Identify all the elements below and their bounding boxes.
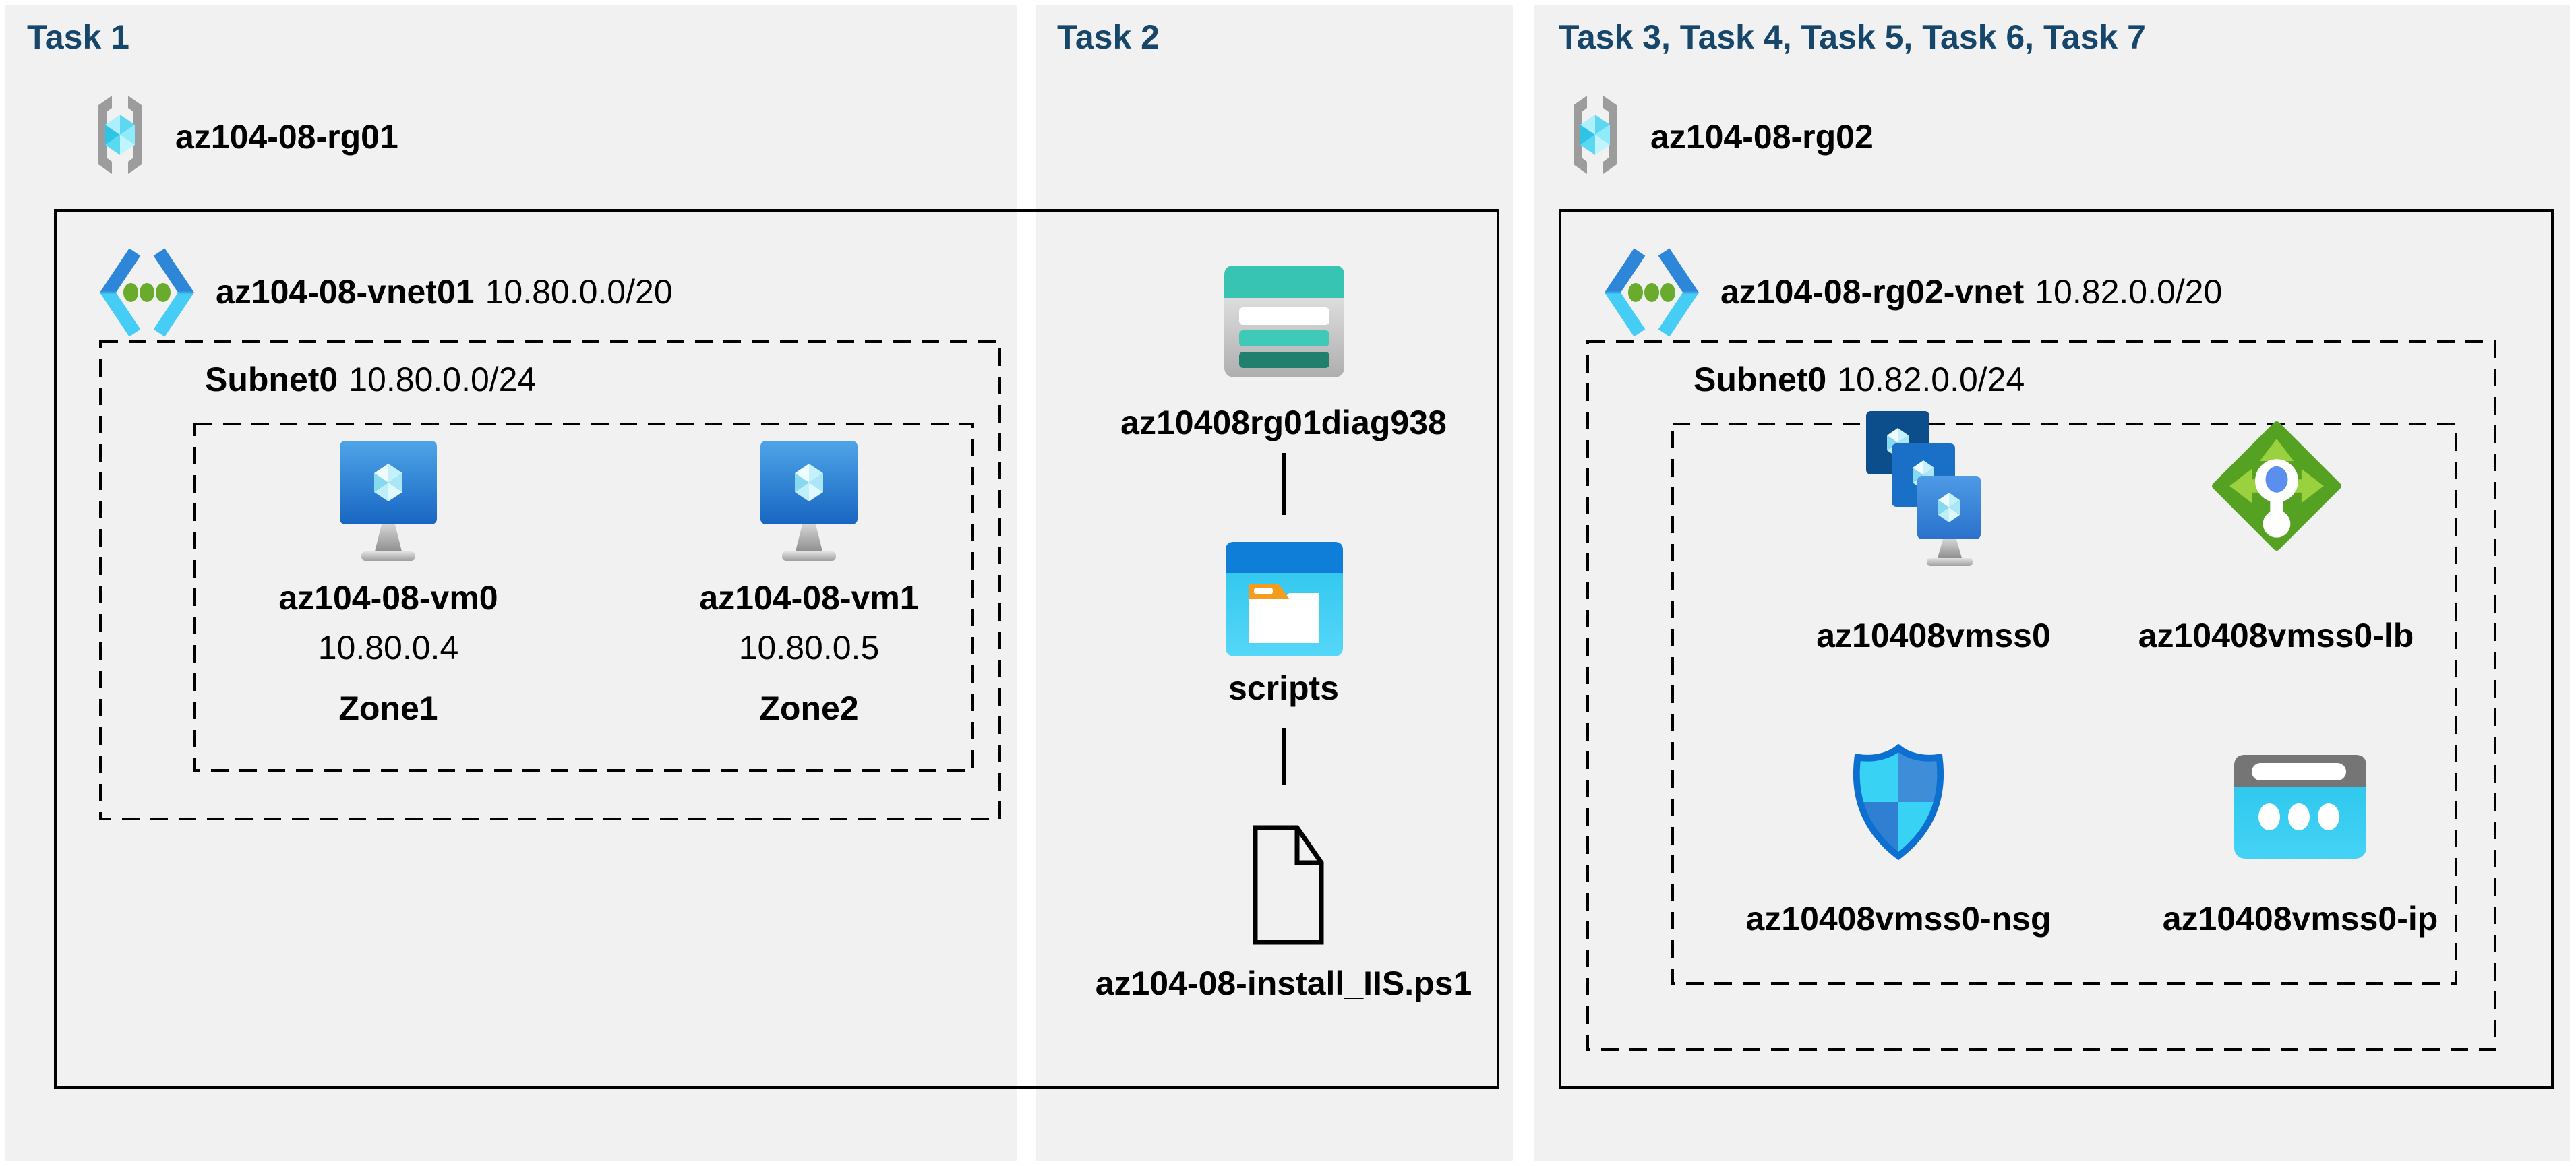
virtual-network-icon — [1605, 248, 1699, 337]
storage-account-icon — [1224, 266, 1344, 377]
subnet-boundary — [99, 340, 1001, 820]
resource-group-name: az104-08-rg01 — [175, 119, 398, 156]
vm0-name: az104-08-vm0 — [278, 580, 498, 617]
load-balancer-name: az10408vmss0-lb — [2138, 617, 2414, 655]
panel-task1 — [5, 5, 1017, 1161]
blob-container-icon — [1226, 542, 1343, 656]
subnet-name: Subnet0 — [205, 361, 338, 399]
vm1-name: az104-08-vm1 — [699, 580, 919, 617]
vm-scale-set-icon — [1866, 411, 1981, 566]
storage-account-name: az10408rg01diag938 — [1120, 404, 1447, 442]
nsg-name: az10408vmss0-nsg — [1745, 900, 2051, 938]
network-security-group-icon — [1853, 744, 1944, 860]
subnet-label: Subnet0 10.80.0.0/24 — [205, 361, 536, 400]
resource-group-icon — [98, 96, 142, 174]
subnet-name: Subnet0 — [1694, 361, 1827, 399]
task3-title: Task 3, Task 4, Task 5, Task 6, Task 7 — [1559, 19, 2146, 57]
connector-line — [1282, 728, 1286, 785]
zones-boundary — [193, 423, 974, 772]
resource-group-name: az104-08-rg02 — [1650, 119, 1874, 156]
vm0-ip: 10.80.0.4 — [318, 630, 459, 667]
vnet-label: az104-08-rg02-vnet 10.82.0.0/20 — [1720, 274, 2222, 313]
subnet-cidr: 10.82.0.0/24 — [1837, 361, 2025, 399]
subnet-cidr: 10.80.0.0/24 — [349, 361, 537, 399]
vnet-name: az104-08-vnet01 — [216, 274, 475, 311]
subnet-boundary — [1586, 340, 2496, 1051]
vnet-name: az104-08-rg02-vnet — [1720, 274, 2025, 311]
vm1-ip: 10.80.0.5 — [738, 630, 880, 667]
virtual-network-icon — [100, 248, 194, 337]
panel-task3 — [1534, 5, 2570, 1161]
vmss-name: az10408vmss0 — [1816, 617, 2051, 655]
rg02-boundary-box — [1559, 209, 2554, 1089]
load-balancer-icon — [2211, 421, 2342, 551]
subnet-label: Subnet0 10.82.0.0/24 — [1694, 361, 2025, 400]
public-ip-icon — [2234, 755, 2366, 859]
task2-title: Task 2 — [1057, 19, 1160, 57]
resources-boundary — [1671, 423, 2457, 985]
vnet-cidr: 10.80.0.0/20 — [485, 274, 673, 311]
script-file-name: az104-08-install_IIS.ps1 — [1095, 965, 1472, 1003]
virtual-machine-icon — [760, 441, 858, 561]
resource-group-icon — [1574, 96, 1617, 174]
vm1-zone: Zone2 — [759, 690, 859, 728]
container-name: scripts — [1228, 670, 1339, 708]
vnet-cidr: 10.82.0.0/20 — [2035, 274, 2223, 311]
vnet-label: az104-08-vnet01 10.80.0.0/20 — [216, 274, 673, 313]
virtual-machine-icon — [340, 441, 437, 561]
rg01-boundary-box — [54, 209, 1499, 1089]
public-ip-name: az10408vmss0-ip — [2162, 900, 2438, 938]
task1-title: Task 1 — [27, 19, 129, 57]
file-icon — [1253, 825, 1324, 945]
connector-line — [1282, 453, 1286, 515]
vm0-zone: Zone1 — [338, 690, 438, 728]
